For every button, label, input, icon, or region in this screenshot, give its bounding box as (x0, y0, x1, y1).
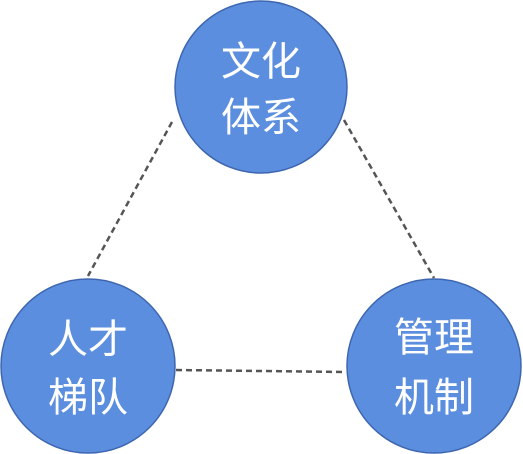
node-culture: 文化 体系 (174, 0, 348, 174)
node-talent-circle (0, 278, 176, 454)
connector-culture-talent (86, 121, 174, 277)
node-culture-label-line2: 体系 (221, 95, 301, 141)
node-management-label-line2: 机制 (394, 375, 474, 421)
node-talent-label-line2: 梯队 (48, 375, 128, 421)
node-management-label-line1: 管理 (394, 315, 474, 361)
node-management: 管理 机制 (346, 278, 522, 454)
node-culture-label-line1: 文化 (221, 39, 301, 85)
node-culture-circle (174, 0, 348, 174)
node-talent-label-line1: 人才 (48, 317, 128, 363)
connector-talent-management (175, 368, 347, 374)
node-talent: 人才 梯队 (0, 278, 176, 454)
connector-culture-management (342, 119, 436, 279)
node-management-circle (346, 278, 522, 454)
